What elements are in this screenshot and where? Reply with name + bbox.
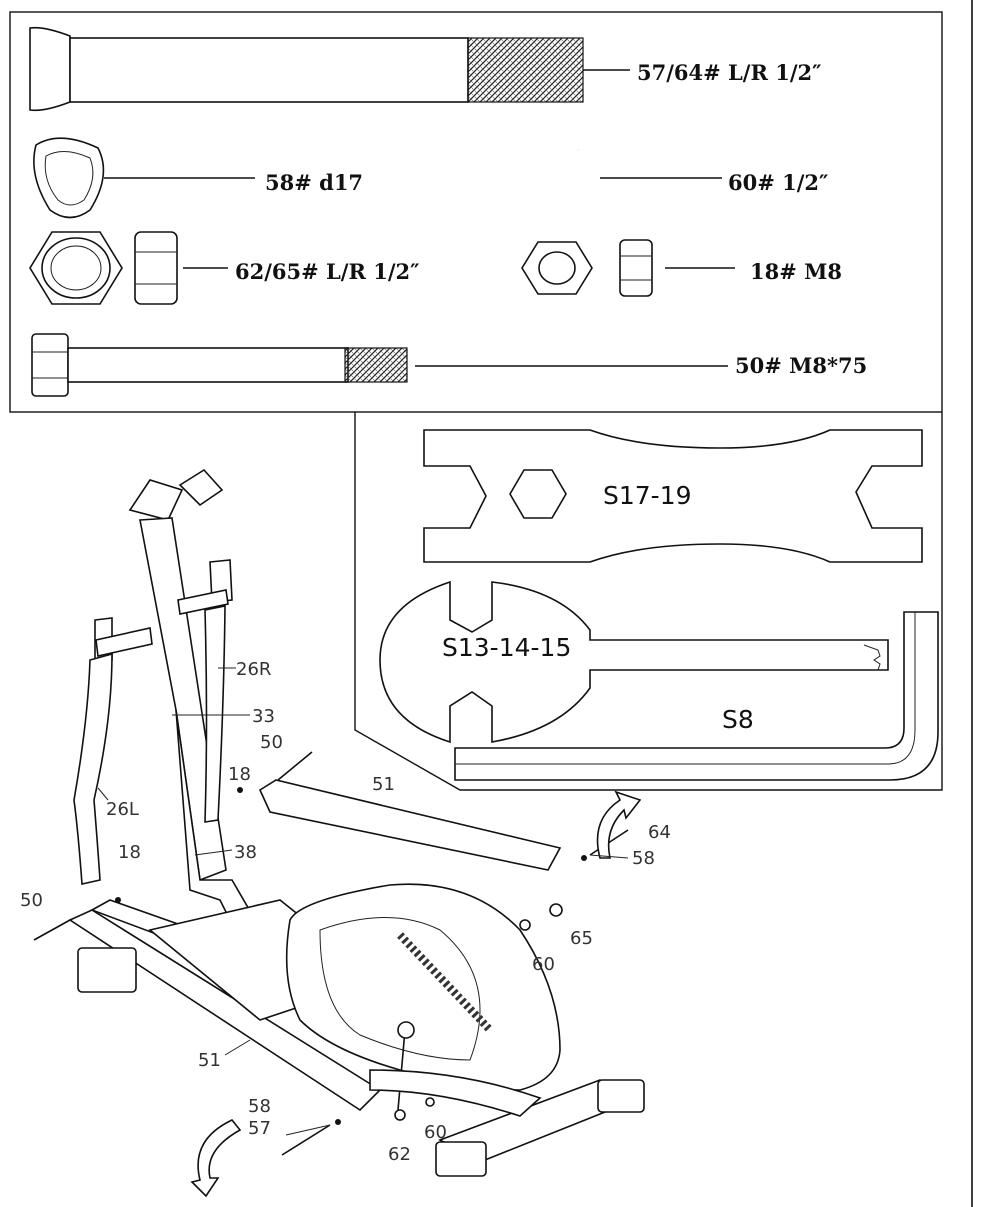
callout-50-left: 50: [20, 890, 43, 911]
elliptical-trainer-illustration: [33, 468, 645, 1198]
spring-washer-60-icon: [515, 146, 722, 213]
spring-washer-60-label: 60# 1/2″: [728, 170, 828, 195]
callout-65: 65: [570, 928, 593, 949]
callout-62: 62: [388, 1144, 411, 1165]
bolt-50-icon: [31, 333, 728, 397]
wrench-s13-14-15-label: S13-14-15: [442, 633, 571, 662]
callout-51-bottom: 51: [198, 1050, 221, 1071]
callout-18-top: 18: [228, 764, 251, 785]
spacer-58-icon: [33, 137, 255, 219]
callout-60-right: 60: [532, 954, 555, 975]
callout-26R: 26R: [236, 659, 271, 680]
callout-50-top: 50: [260, 732, 283, 753]
callout-64: 64: [648, 822, 671, 843]
callout-26L: 26L: [106, 799, 139, 820]
tools-box: [354, 412, 943, 791]
bolt-57-64-icon: [29, 26, 630, 112]
callout-51-top: 51: [372, 774, 395, 795]
bolt-50-label: 50# M8*75: [735, 353, 867, 378]
callout-58-right: 58: [632, 848, 655, 869]
allen-key-s8-label: S8: [722, 705, 754, 734]
callout-57: 57: [248, 1118, 271, 1139]
spacer-58-label: 58# d17: [265, 170, 363, 195]
wrench-s17-19-label: S17-19: [603, 481, 692, 510]
nut-18-label: 18# M8: [750, 259, 842, 284]
bolt-57-64-label: 57/64# L/R 1/2″: [637, 60, 822, 85]
callout-18-left: 18: [118, 842, 141, 863]
nut-62-65-icon: [29, 231, 228, 305]
nut-62-65-label: 62/65# L/R 1/2″: [235, 259, 420, 284]
hardware-box: [9, 11, 943, 413]
wrench-s17-19-icon: [423, 429, 923, 563]
wrench-s13-14-15-icon: [379, 580, 889, 744]
callout-33: 33: [252, 706, 275, 727]
allen-key-s8-icon: [454, 611, 939, 781]
callout-leaders: [97, 667, 629, 1136]
nut-18-icon: [521, 239, 735, 297]
callout-58-bottom: 58: [248, 1096, 271, 1117]
callout-60-bottom: 60: [424, 1122, 447, 1143]
callout-38: 38: [234, 842, 257, 863]
